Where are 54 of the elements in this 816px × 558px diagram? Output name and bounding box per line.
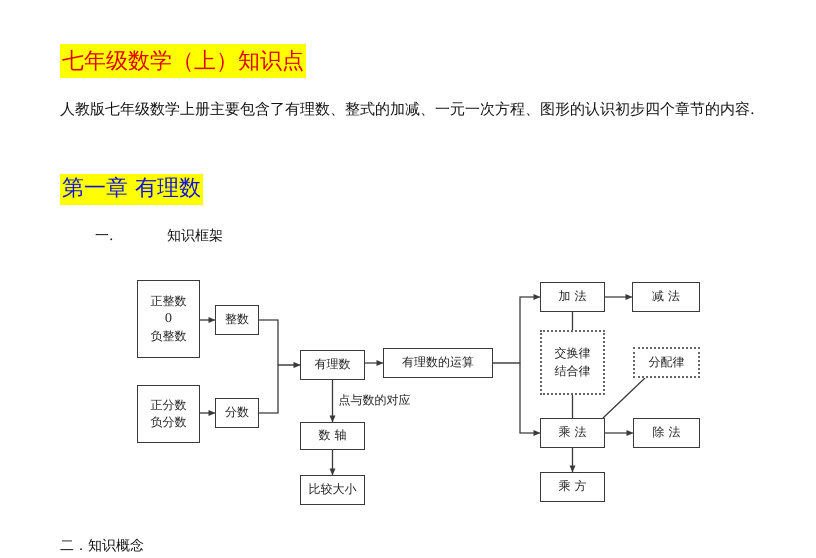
process-box — [300, 350, 365, 380]
node-text: 有理数的运算 — [402, 354, 474, 372]
arrow — [605, 294, 632, 300]
process-box — [215, 305, 259, 335]
process-box — [540, 472, 605, 502]
process-box — [383, 348, 493, 378]
arrow — [259, 362, 300, 414]
node-text: 负整数 — [150, 328, 186, 345]
page-title: 七年级数学（上）知识点 — [60, 44, 306, 78]
arrow — [330, 450, 336, 476]
arrow — [200, 410, 216, 416]
process-box — [632, 282, 700, 312]
node-text: 有理数 — [314, 356, 350, 374]
arrow — [493, 362, 540, 436]
node-text: 数 轴 — [318, 427, 346, 444]
process-box — [137, 280, 200, 358]
edge-label: 点与数的对应 — [338, 392, 410, 409]
arrow — [330, 380, 336, 422]
section-number: 一. — [95, 227, 114, 246]
dotted-box — [540, 330, 605, 395]
connector-line — [602, 378, 646, 418]
node-text: 乘 方 — [558, 478, 586, 496]
process-box — [215, 398, 259, 428]
process-box — [300, 475, 365, 505]
node-text: 比较大小 — [308, 481, 356, 498]
node-text: 正分数 — [150, 396, 186, 414]
node-text: 加 法 — [558, 288, 586, 306]
node-text: 除 法 — [652, 424, 680, 442]
node-text: 0 — [164, 310, 172, 328]
arrow — [200, 317, 216, 323]
process-box — [633, 418, 700, 448]
chapter-heading: 第一章 有理数 — [60, 174, 203, 205]
node-text: 乘 法 — [558, 424, 586, 442]
node-text: 分配律 — [648, 354, 684, 371]
process-box — [137, 385, 200, 443]
process-box — [540, 282, 605, 312]
connector-line — [572, 395, 574, 418]
arrow — [605, 430, 634, 436]
node-text: 分数 — [225, 404, 249, 422]
section-heading: 知识框架 — [167, 227, 223, 246]
process-box — [540, 418, 605, 448]
connector-line — [572, 312, 574, 330]
arrow — [365, 360, 384, 366]
process-box — [300, 422, 365, 450]
node-text: 交换律 — [554, 345, 590, 362]
node-text: 减 法 — [652, 288, 680, 306]
node-text: 整数 — [225, 311, 249, 328]
intro-paragraph: 人教版七年级数学上册主要包含了有理数、整式的加减、一元一次方程、图形的认识初步四个章节的内容. — [60, 99, 756, 120]
node-text: 结合律 — [554, 362, 590, 380]
node-text: 负分数 — [150, 414, 186, 431]
node-text: 正整数 — [150, 292, 186, 310]
arrow — [570, 448, 576, 472]
section-heading: 二．知识概念 — [60, 537, 144, 556]
dotted-box — [633, 347, 700, 378]
